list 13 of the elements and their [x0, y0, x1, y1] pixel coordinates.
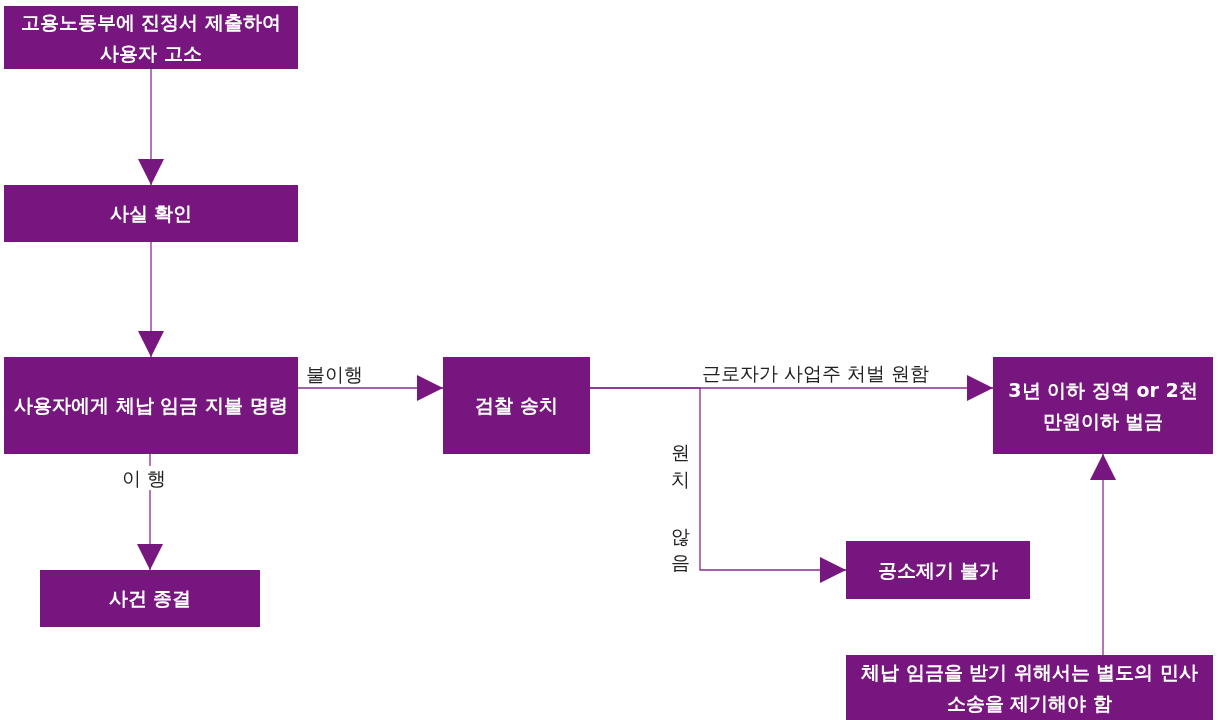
arrow — [297, 375, 444, 401]
process-box: 고용노동부에 진정서 제출하여 사용자 고소 — [4, 6, 298, 69]
process-box: 체납 임금을 받기 위해서는 별도의 민사 소송을 제기해야 함 — [846, 655, 1213, 720]
process-box: 사실 확인 — [4, 185, 298, 242]
process-box: 공소제기 불가 — [846, 541, 1030, 599]
arrow — [589, 387, 847, 583]
arrow — [1090, 453, 1116, 656]
arrow — [138, 68, 164, 186]
process-box: 사건 종결 — [40, 570, 260, 627]
process-box: 검찰 송치 — [443, 357, 590, 454]
arrow — [138, 241, 164, 358]
process-box: 3년 이하 징역 or 2천만원이하 벌금 — [993, 357, 1213, 454]
process-box: 사용자에게 체납 임금 지불 명령 — [4, 357, 298, 454]
